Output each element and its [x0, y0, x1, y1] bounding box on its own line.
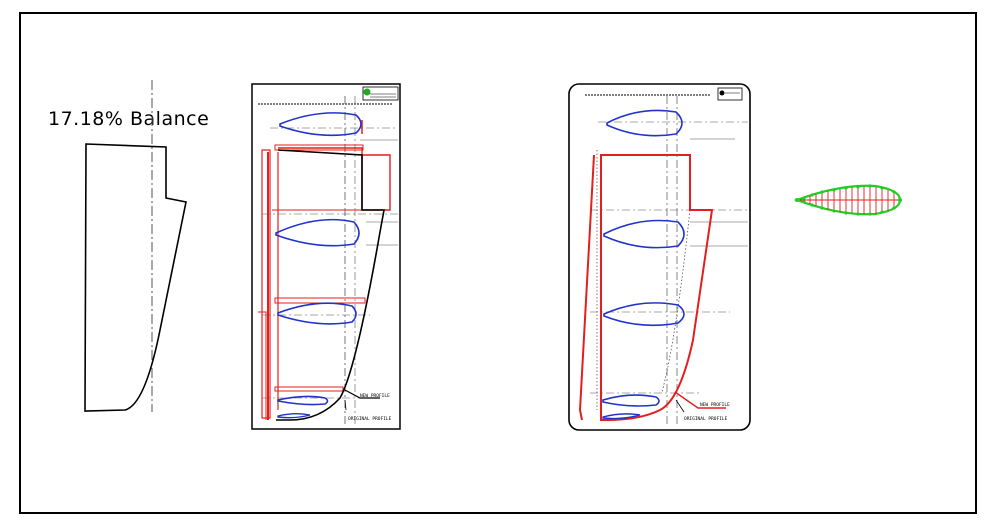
simple-rudder-outline	[84, 80, 187, 412]
new-profile-label-1: NEW PROFILE	[360, 393, 390, 399]
original-drawing-sheet: NEW PROFILE ORIGINAL PROFILE	[251, 83, 401, 430]
red-rudder-outline	[600, 154, 714, 421]
foil-section-4	[277, 395, 329, 406]
revised-title-block	[717, 87, 743, 101]
revised-foil-2	[603, 219, 685, 249]
rudder-outline	[84, 143, 187, 412]
red-stock-line	[578, 154, 595, 421]
new-profile-label-2: NEW PROFILE	[700, 402, 730, 408]
balance-title: 17.18% Balance	[48, 108, 210, 130]
foil-section-detail	[793, 184, 902, 216]
revised-foil-4	[602, 394, 660, 407]
original-profile-dotted	[596, 150, 691, 410]
new-profile-outline	[276, 149, 385, 421]
revised-sheet-border	[568, 83, 751, 431]
revised-drawing-sheet: NEW PROFILE ORIGINAL PROFILE	[568, 83, 751, 431]
title-block	[362, 86, 399, 101]
original-profile-label-1: ORIGINAL PROFILE	[348, 416, 392, 422]
foil-section-3	[277, 302, 357, 325]
original-profile-label-2: ORIGINAL PROFILE	[684, 416, 728, 422]
drawing-frame	[19, 12, 977, 514]
revised-foil-3	[603, 302, 685, 327]
foil-section-1	[279, 112, 362, 137]
logo-icon	[363, 88, 371, 96]
foil-section-2	[275, 218, 360, 247]
revised-foil-1	[606, 109, 683, 137]
red-stock-outline	[261, 149, 271, 419]
